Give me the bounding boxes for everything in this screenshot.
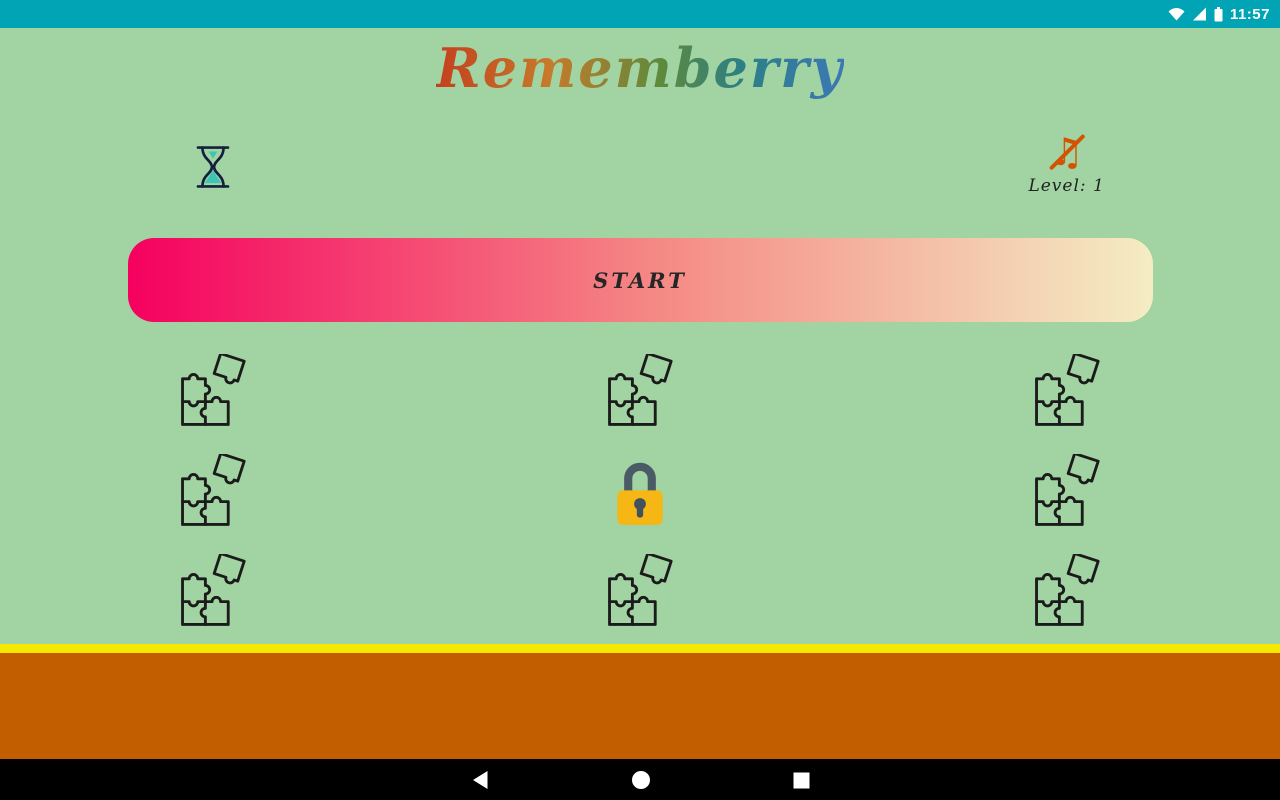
wifi-icon xyxy=(1168,8,1185,21)
level-puzzle-button[interactable] xyxy=(853,344,1280,444)
sound-area: ♫ Level: 1 xyxy=(853,130,1280,204)
level-puzzle-button[interactable] xyxy=(853,444,1280,544)
level-locked-button[interactable] xyxy=(427,444,854,544)
level-puzzle-button[interactable] xyxy=(853,544,1280,644)
timer-area xyxy=(0,130,427,204)
hud-spacer xyxy=(427,130,854,204)
puzzle-icon xyxy=(181,554,246,626)
status-bar: 11:57 xyxy=(0,0,1280,28)
puzzle-icon xyxy=(608,354,673,426)
clock: 11:57 xyxy=(1229,5,1270,23)
puzzle-icon xyxy=(1034,354,1100,426)
home-icon xyxy=(631,771,650,789)
recents-button[interactable] xyxy=(793,772,810,789)
puzzle-icon xyxy=(608,554,673,626)
signal-icon xyxy=(1192,7,1206,21)
start-button[interactable]: START xyxy=(127,238,1153,322)
game-menu: Rememberry ♫ xyxy=(0,28,1280,644)
level-puzzle-button[interactable] xyxy=(0,544,427,644)
back-icon xyxy=(472,771,487,789)
puzzle-icon xyxy=(181,454,246,526)
start-button-label: START xyxy=(593,267,687,293)
level-puzzle-button[interactable] xyxy=(0,444,427,544)
level-puzzle-button[interactable] xyxy=(0,344,427,444)
level-indicator: Level: 1 xyxy=(1028,176,1105,196)
level-grid xyxy=(0,344,1280,644)
lock-icon xyxy=(617,462,663,525)
music-off-icon[interactable]: ♫ xyxy=(1044,130,1090,174)
puzzle-icon xyxy=(181,354,246,426)
battery-icon xyxy=(1214,6,1223,21)
recents-icon xyxy=(793,772,809,788)
bottom-banner-area xyxy=(0,653,1280,759)
puzzle-icon xyxy=(1034,454,1100,526)
back-button[interactable] xyxy=(471,770,489,790)
level-puzzle-button[interactable] xyxy=(427,344,854,444)
bottom-stripe xyxy=(0,644,1280,653)
hourglass-icon[interactable] xyxy=(193,144,233,190)
android-nav-bar xyxy=(0,759,1280,800)
puzzle-icon xyxy=(1034,554,1100,626)
home-button[interactable] xyxy=(631,770,651,790)
hud-row: ♫ Level: 1 xyxy=(0,130,1280,204)
app-title: Rememberry xyxy=(435,36,845,100)
level-puzzle-button[interactable] xyxy=(427,544,854,644)
